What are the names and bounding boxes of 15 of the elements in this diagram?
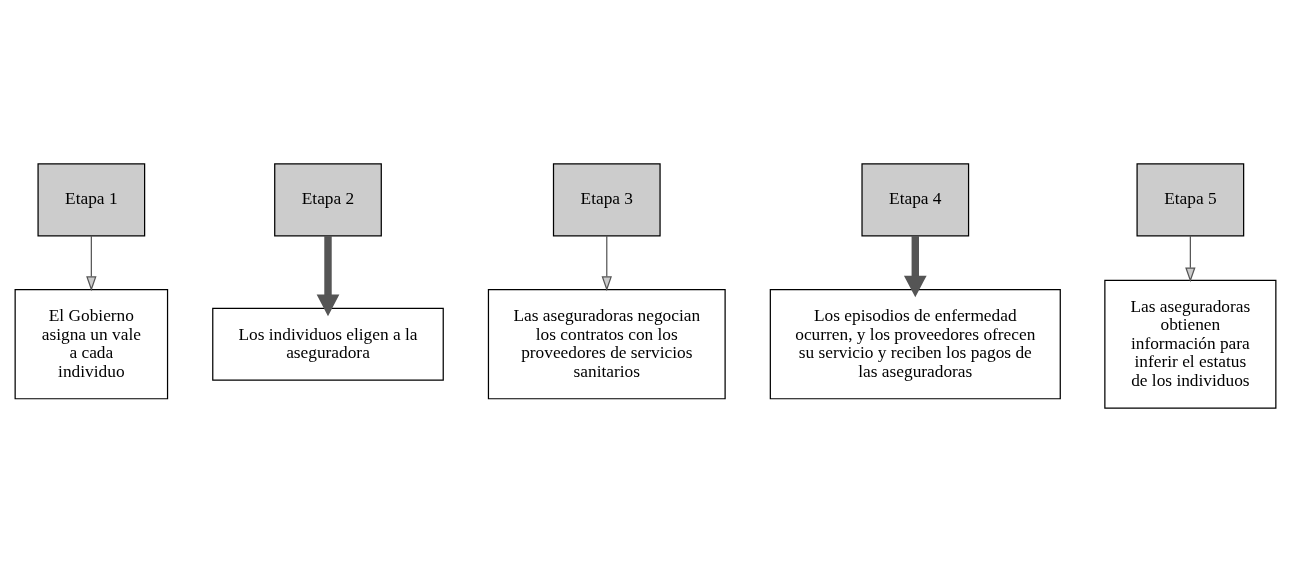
- node-box: Los episodios de enfermedad ocurren, y los proveedores ofrecen su servicio y reciben los pagos de las aseguradoras: [769, 289, 1061, 400]
- node-box: Los individuos eligen a la aseguradora: [212, 307, 444, 381]
- node-box: Etapa 5: [1136, 163, 1245, 237]
- node-box: Las aseguradoras obtienen información para inferir el estatus de los individuos: [1104, 279, 1277, 409]
- arrow: [903, 235, 927, 298]
- arrow: [86, 235, 97, 292]
- arrow: [601, 235, 612, 292]
- node-box: Etapa 2: [274, 163, 382, 237]
- arrow: [316, 235, 340, 317]
- node-box: Etapa 1: [37, 163, 146, 237]
- node-box: Etapa 4: [861, 163, 970, 237]
- node-box: El Gobierno asigna un vale a cada individuo: [14, 289, 169, 400]
- node-box: Etapa 3: [552, 163, 661, 237]
- node-box: Las aseguradoras negocian los contratos con los proveedores de servicios sanitarios: [487, 289, 726, 400]
- arrow: [1185, 235, 1196, 283]
